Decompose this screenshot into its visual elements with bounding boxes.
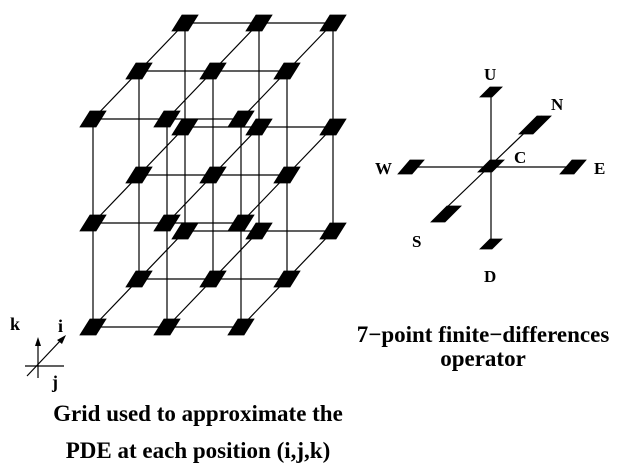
grid-node xyxy=(273,62,301,80)
grid-node xyxy=(245,222,273,240)
grid-node xyxy=(227,214,255,232)
grid-node xyxy=(171,222,199,240)
grid-node xyxy=(199,62,227,80)
grid-caption-line1: Grid used to approximate the xyxy=(53,401,343,426)
stencil-label-center: C xyxy=(514,148,526,167)
grid-node xyxy=(171,118,199,136)
grid-node xyxy=(79,214,107,232)
k-axis-label: k xyxy=(10,314,20,334)
grid-node xyxy=(319,118,347,136)
grid-node xyxy=(273,270,301,288)
grid-node xyxy=(153,110,181,128)
stencil-node-center xyxy=(477,159,505,173)
grid-node xyxy=(227,110,255,128)
grid-node xyxy=(227,318,255,336)
grid-node xyxy=(199,166,227,184)
grid-node xyxy=(125,166,153,184)
stencil-label-north: N xyxy=(551,95,564,114)
stencil-label-east: E xyxy=(594,159,605,178)
stencil-label-south: S xyxy=(412,232,421,251)
grid-node xyxy=(245,14,273,32)
grid-node xyxy=(79,110,107,128)
stencil-node-down xyxy=(479,238,503,250)
stencil-node-west xyxy=(397,159,425,175)
grid-node xyxy=(153,214,181,232)
stencil-caption-line1: 7−point finite−differences xyxy=(357,322,610,347)
grid-node xyxy=(199,270,227,288)
j-axis-label: j xyxy=(51,372,58,392)
3d-grid xyxy=(79,14,347,336)
grid-caption-line2: PDE at each position (i,j,k) xyxy=(66,438,331,463)
grid-node xyxy=(319,14,347,32)
grid-node xyxy=(319,222,347,240)
i-axis xyxy=(26,339,62,377)
stencil-label-down: D xyxy=(484,267,496,286)
stencil-operator: U D C N S E W xyxy=(375,65,605,286)
axis-triad: k i j xyxy=(10,314,66,392)
i-axis-arrow-icon xyxy=(57,335,66,344)
grid-node xyxy=(245,118,273,136)
grid-node xyxy=(171,14,199,32)
grid-node xyxy=(273,166,301,184)
stencil-node-east xyxy=(559,159,587,175)
stencil-caption-line2: operator xyxy=(440,346,526,371)
grid-node xyxy=(79,318,107,336)
stencil-node-north xyxy=(518,115,552,135)
grid-node xyxy=(125,62,153,80)
k-axis-arrow-icon xyxy=(35,337,41,346)
i-axis-label: i xyxy=(58,316,63,336)
grid-node xyxy=(125,270,153,288)
stencil-node-up xyxy=(479,86,503,98)
stencil-label-up: U xyxy=(484,65,496,84)
stencil-node-south xyxy=(430,205,462,223)
grid-node xyxy=(153,318,181,336)
stencil-label-west: W xyxy=(375,159,392,178)
